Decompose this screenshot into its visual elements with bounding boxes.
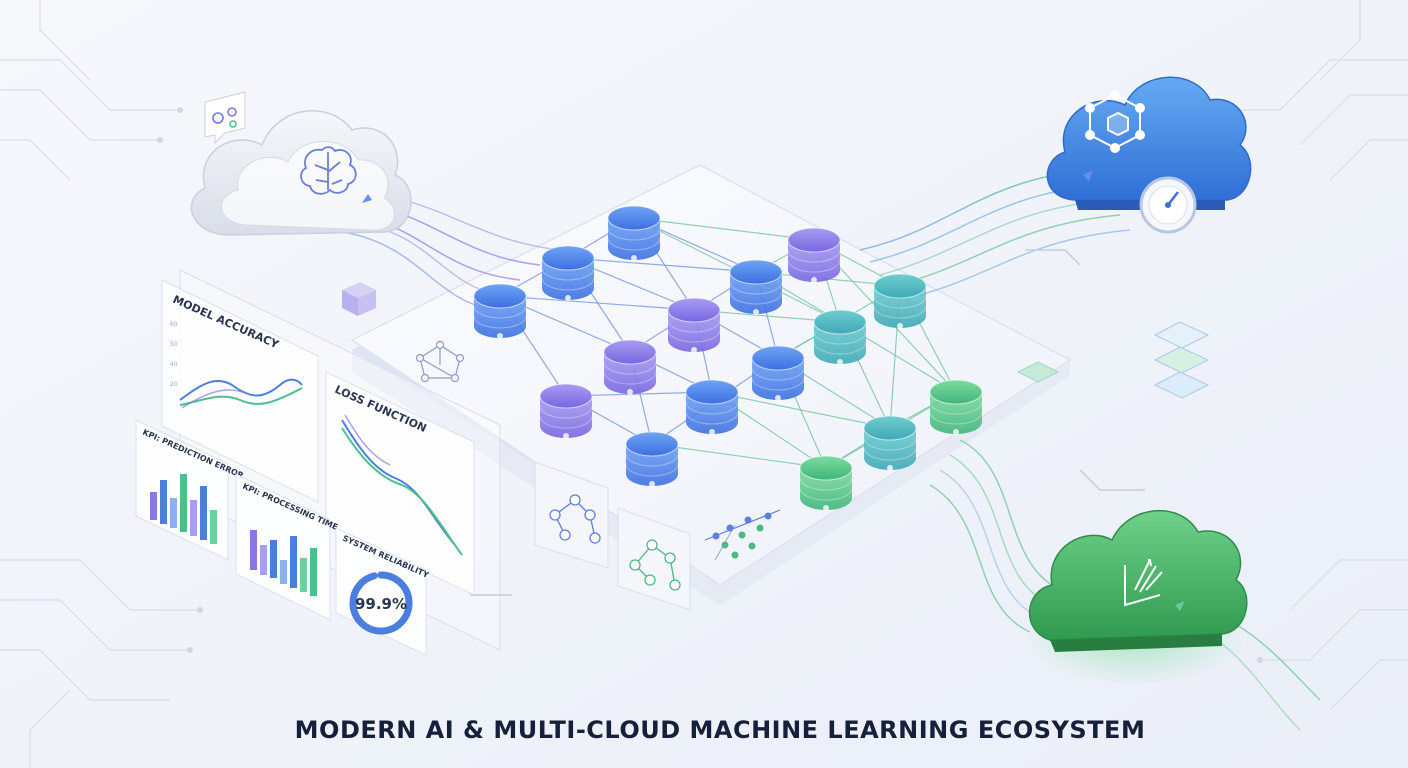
processing-time-panel: KPI: PROCESSING TIME bbox=[235, 473, 339, 621]
network-node bbox=[863, 415, 917, 471]
svg-text:40: 40 bbox=[170, 361, 178, 368]
network-node bbox=[813, 309, 867, 365]
reliability-gauge bbox=[349, 571, 413, 635]
container-cloud bbox=[1046, 76, 1252, 234]
network-node bbox=[729, 259, 783, 315]
network-node bbox=[685, 379, 739, 435]
network-edge bbox=[651, 443, 827, 469]
svg-text:60: 60 bbox=[170, 321, 178, 328]
network-edge bbox=[633, 217, 815, 241]
platform-graph-card bbox=[617, 507, 691, 611]
analytics-cloud bbox=[1025, 510, 1248, 685]
arrow-heads bbox=[362, 170, 1185, 611]
stacked-layers-icon bbox=[1153, 321, 1210, 399]
ai-brain-cloud bbox=[190, 91, 412, 236]
network-node bbox=[667, 297, 721, 353]
brain-icon bbox=[300, 146, 357, 195]
floating-tile-icon bbox=[1016, 361, 1060, 383]
network-node bbox=[603, 339, 657, 395]
network-node bbox=[625, 431, 679, 487]
graph-icon bbox=[415, 340, 465, 383]
network-node bbox=[799, 455, 853, 511]
network-node bbox=[751, 345, 805, 401]
gears-chat-icon bbox=[204, 91, 246, 145]
chart-upward-icon bbox=[1124, 559, 1163, 607]
network-edge bbox=[567, 257, 757, 273]
network-node bbox=[929, 379, 983, 435]
network-node bbox=[541, 245, 595, 301]
network-node bbox=[539, 383, 593, 439]
compass-gauge-icon bbox=[1139, 176, 1197, 234]
network-node bbox=[473, 283, 527, 339]
network-node bbox=[873, 273, 927, 329]
network-cube-icon bbox=[1085, 90, 1145, 153]
neural-network-nodes bbox=[473, 205, 983, 511]
system-reliability-panel: SYSTEM RELIABILITY 99.9% bbox=[335, 527, 430, 656]
network-node bbox=[607, 205, 661, 261]
reliability-value: 99.9% bbox=[355, 595, 407, 613]
platform-tree-card bbox=[534, 461, 609, 569]
floating-cube-icon bbox=[342, 282, 376, 316]
connection-arrows bbox=[470, 249, 1145, 596]
network-edge bbox=[711, 391, 891, 429]
svg-text:20: 20 bbox=[170, 381, 178, 388]
network-node bbox=[787, 227, 841, 283]
svg-text:50: 50 bbox=[170, 341, 178, 348]
scatter-plot-mini bbox=[704, 509, 781, 561]
page-title: MODERN AI & MULTI-CLOUD MACHINE LEARNING… bbox=[295, 716, 1146, 744]
